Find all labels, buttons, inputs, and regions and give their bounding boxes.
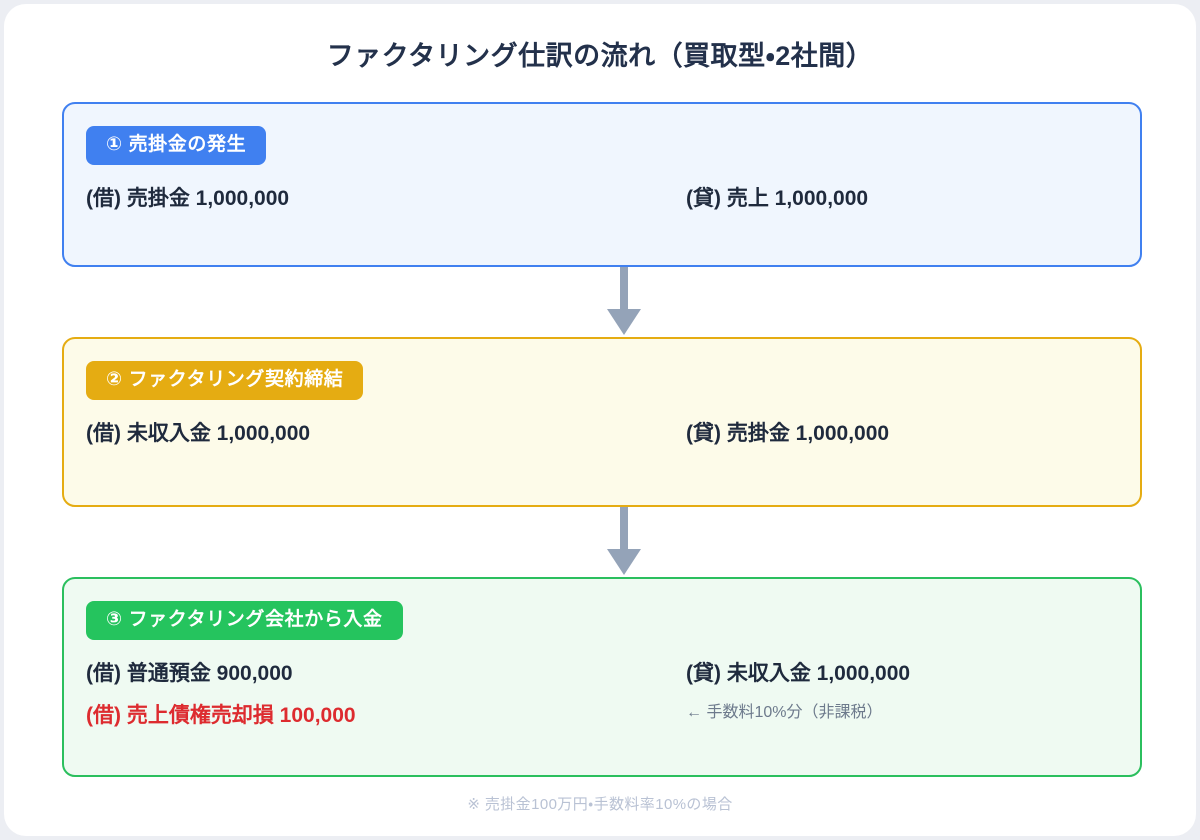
- step-1-badge: ① 売掛金の発生: [86, 126, 267, 165]
- arrow-down-icon: [607, 267, 641, 335]
- debit-column: (借) 普通預金 900,000: [86, 660, 686, 688]
- credit-column: (貸) 未収入金 1,000,000: [686, 660, 1118, 688]
- footnote: ※ 売掛金100万円・手数料率10%の場合: [467, 796, 733, 813]
- connector-2: [62, 507, 1142, 577]
- journal-row: (借) 売上債権売却損 100,000 ← 手数料10%分（非課税）: [86, 702, 1118, 730]
- journal-row: (借) 売掛金 1,000,000 (貸) 売上 1,000,000: [86, 185, 1118, 213]
- debit-line: (借) 未収入金 1,000,000: [86, 421, 311, 445]
- flow-container: ① 売掛金の発生 (借) 売掛金 1,000,000 (貸) 売上 1,000,…: [62, 102, 1142, 777]
- journal-row: (借) 未収入金 1,000,000 (貸) 売掛金 1,000,000: [86, 420, 1118, 448]
- step-2-entries: (借) 未収入金 1,000,000 (貸) 売掛金 1,000,000: [86, 420, 1118, 448]
- journal-row: (借) 普通預金 900,000 (貸) 未収入金 1,000,000: [86, 660, 1118, 688]
- step-3-box: ③ ファクタリング会社から入金 (借) 普通預金 900,000 (貸) 未収入…: [62, 577, 1142, 777]
- credit-column: ← 手数料10%分（非課税）: [686, 702, 1118, 724]
- step-1-box: ① 売掛金の発生 (借) 売掛金 1,000,000 (貸) 売上 1,000,…: [62, 102, 1142, 267]
- debit-line-loss: (借) 売上債権売却損 100,000: [86, 704, 356, 728]
- credit-line: (貸) 未収入金 1,000,000: [686, 661, 911, 685]
- step-3-badge: ③ ファクタリング会社から入金: [86, 601, 403, 640]
- debit-column: (借) 売上債権売却損 100,000: [86, 702, 686, 730]
- connector-1: [62, 267, 1142, 337]
- credit-column: (貸) 売掛金 1,000,000: [686, 420, 1118, 448]
- debit-line: (借) 普通預金 900,000: [86, 661, 293, 685]
- credit-line: (貸) 売上 1,000,000: [686, 186, 869, 210]
- debit-line: (借) 売掛金 1,000,000: [86, 186, 290, 210]
- credit-note: ← 手数料10%分（非課税）: [686, 704, 883, 722]
- page-title: ファクタリング仕訳の流れ（買取型・2社間）: [326, 41, 874, 71]
- step-2-badge: ② ファクタリング契約締結: [86, 361, 364, 400]
- step-1-entries: (借) 売掛金 1,000,000 (貸) 売上 1,000,000: [86, 185, 1118, 213]
- debit-column: (借) 売掛金 1,000,000: [86, 185, 686, 213]
- credit-column: (貸) 売上 1,000,000: [686, 185, 1118, 213]
- debit-column: (借) 未収入金 1,000,000: [86, 420, 686, 448]
- arrow-down-icon: [607, 507, 641, 575]
- step-2-box: ② ファクタリング契約締結 (借) 未収入金 1,000,000 (貸) 売掛金…: [62, 337, 1142, 507]
- credit-line: (貸) 売掛金 1,000,000: [686, 421, 890, 445]
- diagram-card: ファクタリング仕訳の流れ（買取型・2社間） ① 売掛金の発生 (借) 売掛金 1…: [4, 4, 1196, 836]
- step-3-entries: (借) 普通預金 900,000 (貸) 未収入金 1,000,000 (借) …: [86, 660, 1118, 731]
